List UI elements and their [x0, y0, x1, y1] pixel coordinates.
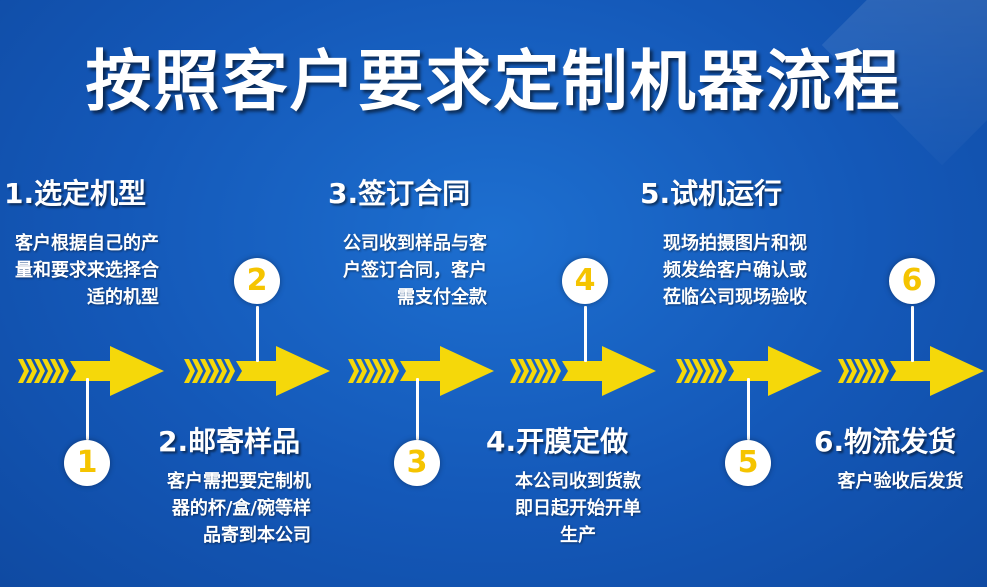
page-title: 按照客户要求定制机器流程 — [85, 43, 902, 120]
step-4-description: 本公司收到货款即日起开始开单生产 — [515, 471, 641, 546]
step-2-description: 客户需把要定制机器的杯/盒/碗等样品寄到本公司 — [167, 471, 311, 546]
arrow-5 — [676, 346, 822, 396]
step-2-heading: 2.邮寄样品 — [158, 425, 301, 458]
step-5-heading: 5.试机运行 — [640, 177, 783, 210]
step-4-badge: 4 — [562, 258, 608, 304]
step-6-heading: 6.物流发货 — [814, 425, 957, 458]
step-5-description: 现场拍摄图片和视频发给客户确认或莅临公司现场验收 — [663, 233, 807, 308]
step-5-badge: 5 — [725, 440, 771, 486]
step-3-description: 公司收到样品与客户签订合同，客户需支付全款 — [343, 233, 487, 308]
connector-4 — [584, 306, 587, 362]
step-1-heading: 1.选定机型 — [4, 177, 147, 210]
step-1-description: 客户根据自己的产量和要求来选择合适的机型 — [15, 233, 159, 308]
arrow-6 — [838, 346, 984, 396]
step-1-badge: 1 — [64, 440, 110, 486]
arrow-2 — [184, 346, 330, 396]
connector-1 — [86, 378, 89, 440]
arrow-3 — [348, 346, 494, 396]
step-4-heading: 4.开膜定做 — [486, 425, 629, 458]
connector-2 — [256, 306, 259, 362]
step-3-badge: 3 — [394, 440, 440, 486]
step-6-description: 客户验收后发货 — [837, 471, 964, 492]
step-2-badge: 2 — [234, 258, 280, 304]
connector-5 — [747, 378, 750, 440]
arrow-1 — [18, 346, 164, 396]
connector-6 — [911, 306, 914, 362]
step-3-heading: 3.签订合同 — [328, 177, 471, 210]
arrow-4 — [510, 346, 656, 396]
step-6-badge: 6 — [889, 258, 935, 304]
connector-3 — [416, 378, 419, 440]
